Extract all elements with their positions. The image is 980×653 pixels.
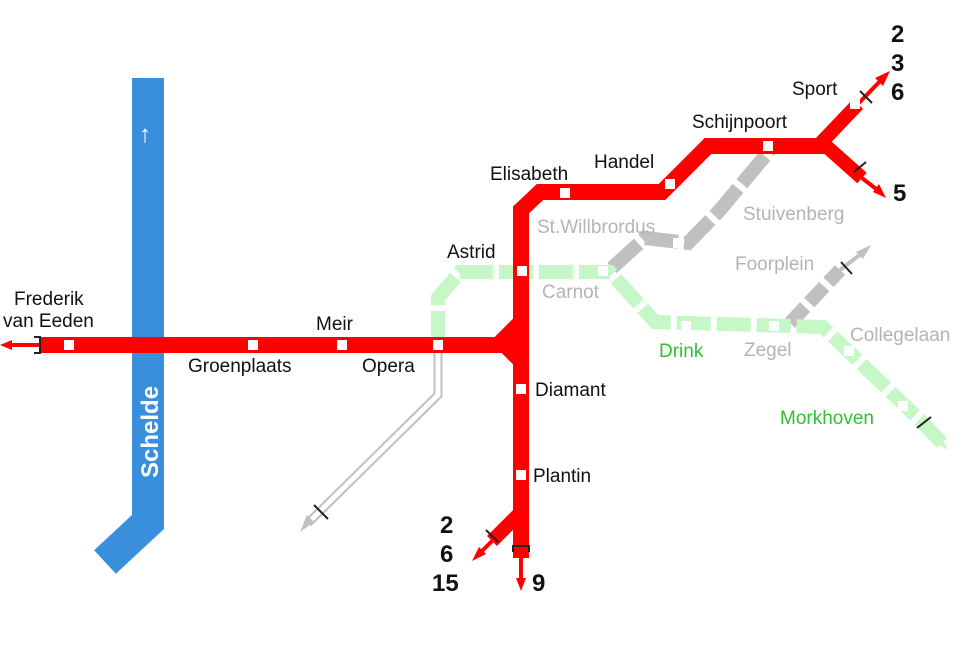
station-label-carnot: Carnot — [542, 282, 600, 303]
station-label-foorplein: Foorplein — [735, 254, 814, 275]
line-number-ne-3: 3 — [891, 50, 904, 77]
gray-line-stuivenberg — [607, 145, 776, 274]
line-number-sw-2: 2 — [440, 512, 453, 539]
station-label-diamant: Diamant — [535, 380, 606, 401]
station-label-zegel: Zegel — [744, 340, 792, 361]
gray-line-southwest — [300, 352, 443, 532]
line-number-east-5: 5 — [893, 180, 906, 207]
line-number-ne-2: 2 — [891, 21, 904, 48]
station-label-drink: Drink — [659, 341, 704, 362]
station-label-frederik-line2: van Eeden — [3, 311, 94, 332]
line-number-sw-15: 15 — [432, 570, 459, 597]
line-number-sw-6: 6 — [440, 541, 453, 568]
station-label-stuivenberg: Stuivenberg — [743, 204, 844, 225]
line-numbers: 2 3 6 5 2 6 15 9 — [432, 21, 906, 597]
station-label-morkhoven: Morkhoven — [780, 408, 874, 429]
station-label-elisabeth: Elisabeth — [490, 164, 568, 185]
station-label-sport: Sport — [792, 79, 838, 100]
terminus-markers — [34, 90, 873, 552]
river-schelde: ↑ Schelde — [94, 78, 164, 574]
river-flow-arrow: ↑ — [139, 121, 151, 148]
station-label-astrid: Astrid — [447, 242, 496, 263]
station-markers — [64, 99, 908, 480]
station-label-frederik-line1: Frederik — [14, 289, 84, 310]
station-label-schijnpoort: Schijnpoort — [692, 112, 788, 133]
station-label-handel: Handel — [594, 152, 654, 173]
station-label-plantin: Plantin — [533, 466, 591, 487]
gray-line-foorplein — [784, 245, 871, 328]
line-number-ne-6: 6 — [891, 79, 904, 106]
station-label-opera: Opera — [362, 356, 415, 377]
station-label-collegelaan: Collegelaan — [850, 325, 950, 346]
river-label: Schelde — [137, 386, 164, 478]
station-label-meir: Meir — [316, 314, 354, 335]
station-label-groenplaats: Groenplaats — [188, 356, 292, 377]
line-number-south-9: 9 — [532, 570, 545, 597]
station-label-st-willbrordus: St.Willbrordus — [537, 217, 655, 238]
